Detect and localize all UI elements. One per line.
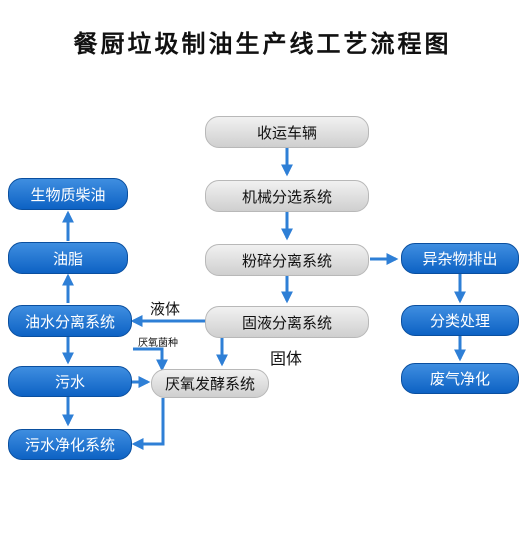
diagram-title: 餐厨垃圾制油生产线工艺流程图 xyxy=(73,30,452,58)
node-biodiesel: 生物质柴油 xyxy=(8,178,128,210)
node-mechanical-sort: 机械分选系统 xyxy=(205,180,369,212)
node-sewage: 污水 xyxy=(8,366,132,397)
node-sewage-purify: 污水净化系统 xyxy=(8,429,132,460)
node-oil-water-separate: 油水分离系统 xyxy=(8,305,132,337)
node-waste-gas-purify: 废气净化 xyxy=(401,363,519,394)
node-foreign-discharge: 异杂物排出 xyxy=(401,243,519,274)
node-solid-liquid-separate: 固液分离系统 xyxy=(205,306,369,338)
label-anaerobic-bacteria: 厌氧菌种 xyxy=(138,338,178,349)
node-grease: 油脂 xyxy=(8,242,128,274)
node-anaerobic-ferment: 厌氧发酵系统 xyxy=(151,369,269,398)
label-liquid: 液体 xyxy=(150,300,181,318)
node-collect-vehicle: 收运车辆 xyxy=(205,116,369,148)
node-classify-process: 分类处理 xyxy=(401,305,519,336)
arrow-ferment-to-purify xyxy=(131,398,165,450)
node-crush-separate: 粉碎分离系统 xyxy=(205,244,369,276)
arrow-oilwater-to-ferment xyxy=(133,347,168,372)
label-solid: 固体 xyxy=(270,349,303,368)
